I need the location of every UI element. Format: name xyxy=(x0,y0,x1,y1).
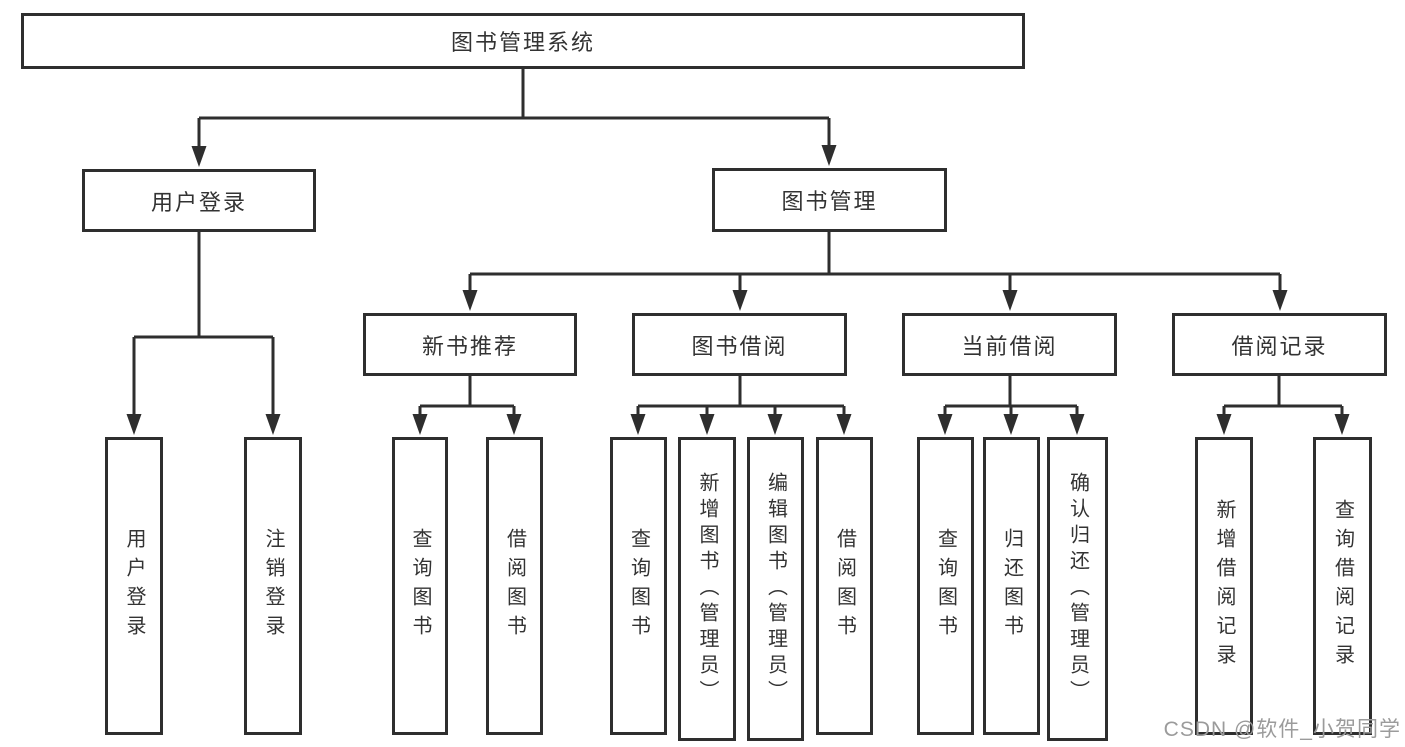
leaf-confirm-return-admin: 确认归还（管理员） xyxy=(1047,437,1108,741)
leaf-query-borrow-record: 查询借阅记录 xyxy=(1313,437,1372,735)
leaf-label: 确认归还（管理员） xyxy=(1066,472,1089,706)
leaf-label: 借阅图书 xyxy=(503,528,526,644)
leaf-edit-books-admin: 编辑图书（管理员） xyxy=(747,437,804,741)
leaf-borrow-books-1: 借阅图书 xyxy=(486,437,543,735)
leaf-return-books: 归还图书 xyxy=(983,437,1040,735)
leaf-label: 注销登录 xyxy=(262,528,284,644)
node-borrow-records: 借阅记录 xyxy=(1172,313,1387,376)
leaf-label: 查询图书 xyxy=(409,528,431,644)
leaf-label: 借阅图书 xyxy=(833,528,856,644)
leaf-query-books-3: 查询图书 xyxy=(917,437,974,735)
leaf-label: 查询图书 xyxy=(934,528,957,644)
node-book-management: 图书管理 xyxy=(712,168,947,232)
leaf-user-login: 用户登录 xyxy=(105,437,163,735)
node-user-login: 用户登录 xyxy=(82,169,316,232)
leaf-query-books-1: 查询图书 xyxy=(392,437,448,735)
leaf-borrow-books-2: 借阅图书 xyxy=(816,437,873,735)
leaf-label: 新增图书（管理员） xyxy=(696,472,718,706)
leaf-label: 新增借阅记录 xyxy=(1213,499,1235,673)
leaf-label: 查询借阅记录 xyxy=(1331,499,1354,673)
node-book-borrow: 图书借阅 xyxy=(632,313,847,376)
node-current-borrow: 当前借阅 xyxy=(902,313,1117,376)
leaf-add-borrow-record: 新增借阅记录 xyxy=(1195,437,1253,735)
root-node-library-system: 图书管理系统 xyxy=(21,13,1025,69)
node-new-book-recommend: 新书推荐 xyxy=(363,313,577,376)
leaf-logout: 注销登录 xyxy=(244,437,302,735)
csdn-watermark: CSDN @软件_小贺同学 xyxy=(1163,718,1401,741)
leaf-label: 用户登录 xyxy=(123,528,145,644)
leaf-label: 查询图书 xyxy=(627,528,650,644)
leaf-add-books-admin: 新增图书（管理员） xyxy=(678,437,736,741)
leaf-label: 编辑图书（管理员） xyxy=(764,472,787,706)
leaf-label: 归还图书 xyxy=(1000,528,1023,644)
leaf-query-books-2: 查询图书 xyxy=(610,437,667,735)
